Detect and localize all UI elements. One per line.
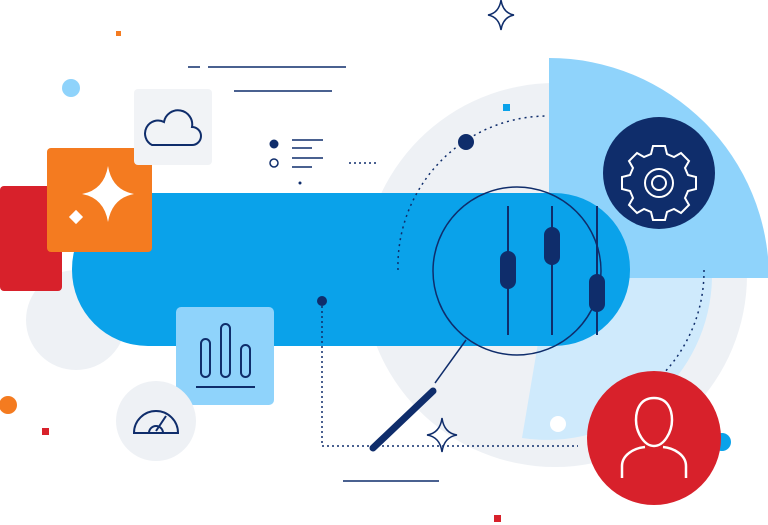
dotted-connector [321,306,578,447]
sparkle-tile [47,148,152,252]
navy-dot-top [458,134,474,150]
cyan-square [503,104,510,111]
orange-dot-left [0,396,17,414]
red-square-left [42,428,49,435]
navy-dot-connector [317,296,327,306]
blue-dot-top-left [62,79,80,97]
orange-square-top [116,31,121,36]
star-icon-bottom [426,417,458,453]
red-block [0,186,62,291]
user-badge [587,371,721,505]
white-dot [550,416,566,432]
sparkle-icon [82,166,134,222]
candlestick-chart-icon [500,206,605,335]
gauge-badge [116,381,196,461]
cloud-icon [144,109,202,146]
user-icon [620,396,688,478]
bar-chart-icon [196,323,255,388]
magnifier-icon [369,186,602,452]
gauge-icon [132,410,180,434]
header-lines [188,66,346,92]
list-icon [269,139,323,168]
cloud-tile [134,89,212,165]
tiny-dot [298,181,302,185]
gear-icon [621,145,697,221]
gear-badge [603,117,715,229]
star-icon-top [487,0,515,31]
blue-pill-bar [72,193,630,346]
bar-chart-tile [176,307,274,405]
red-square-bottom [494,515,501,522]
